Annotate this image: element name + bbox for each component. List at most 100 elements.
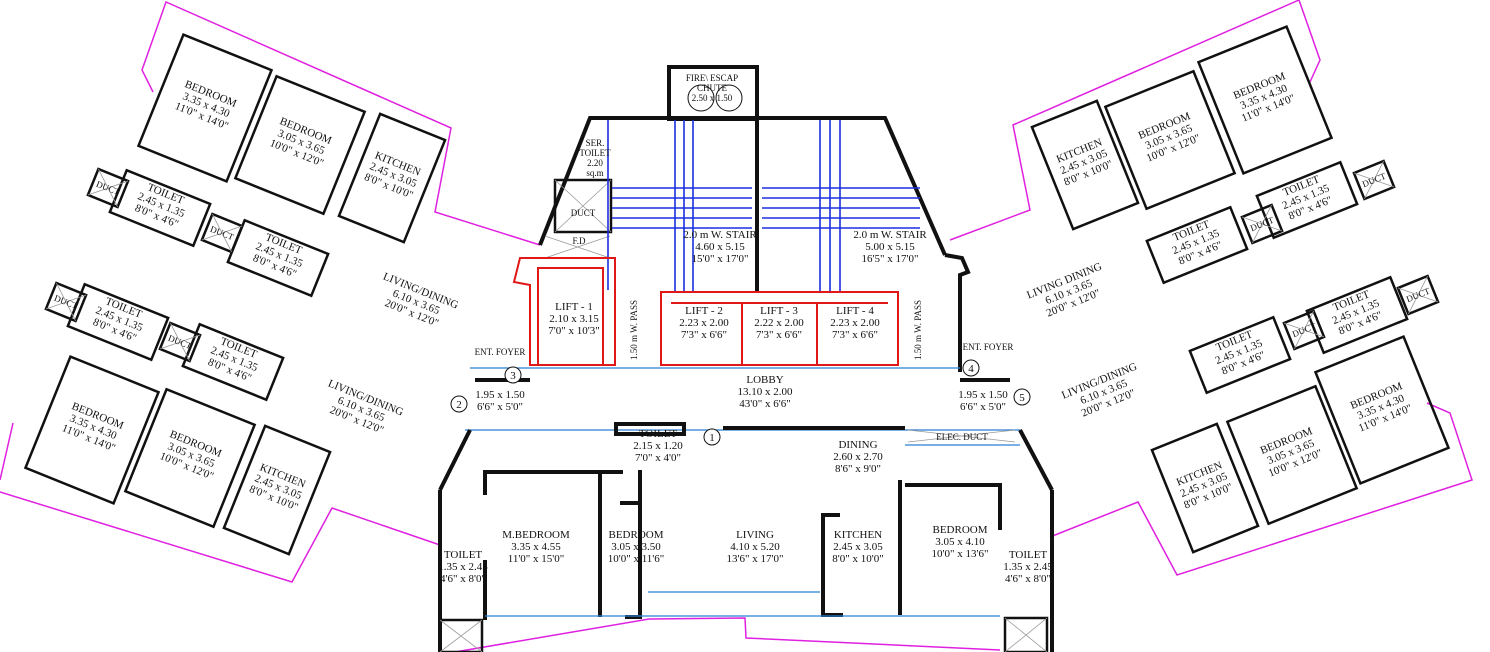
room-size-metric: 13.10 x 2.00 (738, 386, 794, 398)
room-name: TOILET (1009, 549, 1048, 561)
room-wall (1313, 334, 1451, 486)
room-size-imperial: 7'3" x 6'6" (832, 329, 878, 341)
room-size-metric: 2.23 x 2.00 (679, 317, 729, 329)
duct-shaft: DUCT (200, 212, 244, 254)
room-wall (1196, 24, 1334, 176)
room-size-metric: 6'6" x 5'0" (960, 401, 1006, 413)
duct-shaft: DUCT (158, 321, 202, 363)
room-wall (233, 74, 367, 216)
ser-toilet-line3: 2.20 (587, 158, 603, 168)
room-size-imperial: 7'0" x 4'0" (635, 452, 681, 464)
room-name: TOILET (444, 549, 483, 561)
room-name: M.BEDROOM (502, 529, 570, 541)
room-size-imperial: 4'6" x 8'0" (440, 573, 486, 585)
room-wall (1305, 275, 1409, 355)
duct-shaft: DUCT (1282, 309, 1326, 351)
room-name: LIFT - 4 (836, 305, 874, 317)
room-size-metric: 3.35 x 4.55 (511, 541, 561, 553)
room-size-imperial: 8'6" x 9'0" (835, 463, 881, 475)
grid-markers: 1 2 3 4 5 (450, 359, 1031, 446)
center-unit-walls (438, 378, 1054, 652)
room-label: LIFT - 22.23 x 2.007'3" x 6'6" (679, 305, 729, 341)
duct-label: DUCT (167, 333, 194, 352)
room-size-imperial: 13'6" x 17'0" (727, 553, 784, 565)
duct-label: DUCT (95, 179, 122, 198)
passage-left: 1.50 m W. PASS (629, 300, 639, 360)
fire-chute-line1: FIRE\ ESCAP (686, 73, 738, 83)
ser-toilet-label: SER. TOILET 2.20 sq.m (579, 138, 611, 178)
grid-marker: 1 (703, 428, 721, 446)
grid-marker-number: 3 (510, 370, 516, 382)
elec-duct-label: ELEC. DUCT (936, 432, 988, 442)
fd-label: F.D (572, 236, 586, 246)
room-name: LIFT - 3 (760, 305, 798, 317)
room-size-metric: 3.05 x 3.50 (611, 541, 661, 553)
duct-label: DUCT (53, 293, 80, 312)
room-wall (1030, 99, 1140, 231)
room-size-imperial: 8'0" x 10'0" (832, 553, 883, 565)
core-walls (470, 65, 971, 372)
ent-foyer-right: ENT. FOYER (963, 342, 1014, 352)
duct-shaft: DUCT (86, 167, 130, 209)
room-wall (1150, 422, 1260, 554)
room-wall (222, 424, 332, 556)
duct-label: DUCT (1405, 286, 1432, 305)
room-size-metric: 3.05 x 4.10 (935, 536, 985, 548)
room-name: LOBBY (746, 374, 783, 386)
room-wall (1103, 69, 1237, 211)
grid-marker-number: 5 (1019, 392, 1025, 404)
ent-foyer-left: ENT. FOYER (475, 347, 526, 357)
room-size-metric: 2.60 x 2.70 (833, 451, 883, 463)
room-size-metric: 2.15 x 1.20 (633, 440, 683, 452)
room-label: LIFT - 32.22 x 2.007'3" x 6'6" (754, 305, 804, 341)
grid-marker-number: 4 (968, 363, 974, 375)
room-wall (123, 387, 257, 529)
room-name: BEDROOM (608, 529, 663, 541)
room-wall (181, 322, 285, 402)
ser-toilet-line1: SER. (586, 138, 605, 148)
room-name: KITCHEN (834, 529, 882, 541)
room-size-imperial: 15'0" x 17'0" (692, 253, 749, 265)
room-name: 2.0 m W. STAIR (683, 229, 757, 241)
ser-toilet-line4: sq.m (586, 168, 603, 178)
fire-chute-label: FIRE\ ESCAP CHUTE 2.50 x 1.50 (686, 73, 738, 103)
room-wall (108, 168, 212, 248)
room-wall (1188, 315, 1292, 395)
room-name: 1.95 x 1.50 (958, 389, 1008, 401)
room-name: 1.95 x 1.50 (475, 389, 525, 401)
room-size-metric: 4.10 x 5.20 (730, 541, 780, 553)
room-size-metric: 2.23 x 2.00 (830, 317, 880, 329)
room-size-imperial: 10'0" x 11'6" (608, 553, 665, 565)
grid-marker: 2 (450, 395, 468, 413)
room-size-metric: 2.45 x 3.05 (833, 541, 883, 553)
room-wall (337, 112, 447, 244)
room-label: 1.95 x 1.506'6" x 5'0" (958, 389, 1008, 413)
